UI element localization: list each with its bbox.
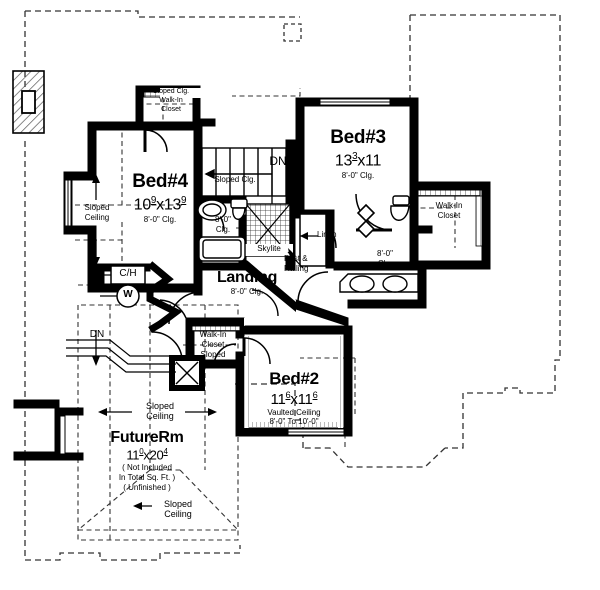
future-dn-arrow xyxy=(92,330,100,366)
roof-outline-dashed xyxy=(24,10,561,561)
bed2-closet-line3: Sloped xyxy=(200,350,226,359)
bath4-fixtures xyxy=(197,198,248,262)
bed4-sloped-ceiling-line2: Ceiling xyxy=(84,213,110,222)
stair-run xyxy=(201,147,287,197)
bed2-ceiling-line2: 8'-0" To 10'-0" xyxy=(269,417,319,426)
futurerm-note1: ( Not Included xyxy=(122,463,172,472)
futurerm-note3: ( Unfinished ) xyxy=(123,483,171,492)
bed2-ceiling-line1: Vaulted Ceiling xyxy=(267,408,321,417)
future-dn-label: DN xyxy=(89,329,105,340)
landing-room-name: Landing xyxy=(216,269,278,286)
bed2-closet-line1: Walk-In xyxy=(199,330,227,339)
bed2-room-name: Bed#2 xyxy=(269,369,319,388)
bed3-room-name: Bed#3 xyxy=(330,127,386,148)
landing-ceiling-note: 8'-0" Clg. xyxy=(230,287,264,296)
futurerm-note2: In Total Sq. Ft. ) xyxy=(118,473,176,482)
stair-sloped-ceiling-label: Sloped Clg. xyxy=(214,175,256,184)
post-railing-line2: Railing xyxy=(284,264,309,273)
railing-door-arc xyxy=(251,289,279,317)
future-sloped-bottom-line1: Sloped xyxy=(163,499,193,509)
mechanical-equipment xyxy=(110,265,146,308)
linen-leader xyxy=(300,232,318,240)
future-sloped-bottom-arrow xyxy=(133,502,152,510)
post-railing-line1: Post & xyxy=(284,254,308,263)
future-sloped-line1: Sloped xyxy=(145,401,175,411)
top-closet-label-line1: Walk-In xyxy=(159,97,183,104)
linen-closet xyxy=(299,213,327,267)
water-heater-label: W xyxy=(123,289,133,300)
right-closet-line1: Walk-In xyxy=(435,201,463,210)
bed4-room-name: Bed#4 xyxy=(132,171,188,192)
right-closet-line2: Closet xyxy=(437,211,461,220)
bath4-ceiling-line1: 8'-0" xyxy=(215,215,231,224)
bed4-dimensions: 109x139 xyxy=(133,195,187,214)
bed3-dimensions: 133x11 xyxy=(334,151,382,170)
future-sloped-arrow xyxy=(98,408,217,416)
future-sloped-line2: Ceiling xyxy=(146,411,174,421)
bed4-sloped-arrows xyxy=(92,174,100,266)
sloped-ceiling-zones xyxy=(75,88,456,541)
bed2-dimensions: 116x116 xyxy=(270,390,318,408)
skylite-label: Skylite xyxy=(257,244,281,253)
bath4-ceiling-line2: Clg. xyxy=(215,225,231,234)
hallbath-ceiling-line1: 8'-0" xyxy=(377,249,393,258)
future-sloped-bottom-line2: Ceiling xyxy=(164,509,192,519)
furnace-ch-label: C/H xyxy=(119,268,137,279)
railing-solid xyxy=(240,258,296,312)
stair-dn-label: DN xyxy=(269,154,287,168)
chimney-fixture xyxy=(12,70,45,134)
future-stair-lines xyxy=(66,339,176,373)
roof-vent-symbol xyxy=(283,23,302,42)
top-closet-label-line2: Closet xyxy=(161,106,181,113)
bed2-closet-line4: Clg. xyxy=(205,360,221,369)
hallbath-ceiling-line2: Clg. xyxy=(377,259,393,268)
bed2-closet-line2: Closet xyxy=(201,340,225,349)
bed3-ceiling-note: 8'-0" Clg. xyxy=(341,171,375,180)
top-closet-sloped-label: Sloped Clg. xyxy=(152,88,190,95)
futurerm-dimensions: 110x204 xyxy=(126,447,168,463)
post-and-railing-leader xyxy=(287,248,304,269)
hallbath-fixtures xyxy=(339,195,483,293)
bed4-ceiling-note: 8'-0" Clg. xyxy=(143,215,177,224)
futurerm-room-name: FutureRm xyxy=(110,429,184,446)
linen-label: Linen xyxy=(317,230,337,239)
bed4-sloped-ceiling-line1: Sloped xyxy=(84,203,110,212)
